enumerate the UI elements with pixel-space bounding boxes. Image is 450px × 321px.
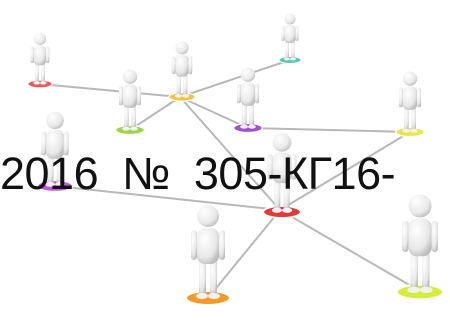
person-figure bbox=[27, 32, 53, 89]
colored-base bbox=[395, 283, 445, 301]
connection-lines bbox=[39, 59, 419, 299]
caption-text: .2016 № 305-КГ16- bbox=[0, 148, 396, 199]
person-figure bbox=[233, 67, 263, 134]
connection-line bbox=[279, 209, 419, 291]
connection-line bbox=[179, 96, 249, 129]
connection-line bbox=[179, 96, 281, 211]
person-figure bbox=[36, 111, 74, 193]
colored-base bbox=[395, 126, 425, 138]
connection-line bbox=[54, 185, 281, 211]
colored-base bbox=[185, 290, 231, 306]
colored-base bbox=[262, 205, 302, 219]
connection-line bbox=[247, 127, 411, 133]
connection-line bbox=[207, 209, 281, 299]
connection-line bbox=[39, 83, 181, 98]
person-figure bbox=[262, 132, 302, 219]
colored-base bbox=[233, 122, 263, 134]
person-figure bbox=[185, 205, 231, 306]
connection-line bbox=[129, 96, 181, 131]
person-figure bbox=[395, 71, 425, 138]
connection-line bbox=[279, 131, 411, 211]
colored-base bbox=[115, 124, 145, 136]
person-figure bbox=[395, 194, 445, 301]
colored-base bbox=[278, 56, 302, 64]
colored-base bbox=[27, 79, 53, 89]
colored-base bbox=[168, 92, 196, 102]
connection-line bbox=[179, 59, 291, 98]
person-figure bbox=[278, 13, 302, 64]
person-figure bbox=[115, 69, 145, 136]
figures bbox=[27, 13, 445, 306]
person-figure bbox=[168, 41, 196, 102]
